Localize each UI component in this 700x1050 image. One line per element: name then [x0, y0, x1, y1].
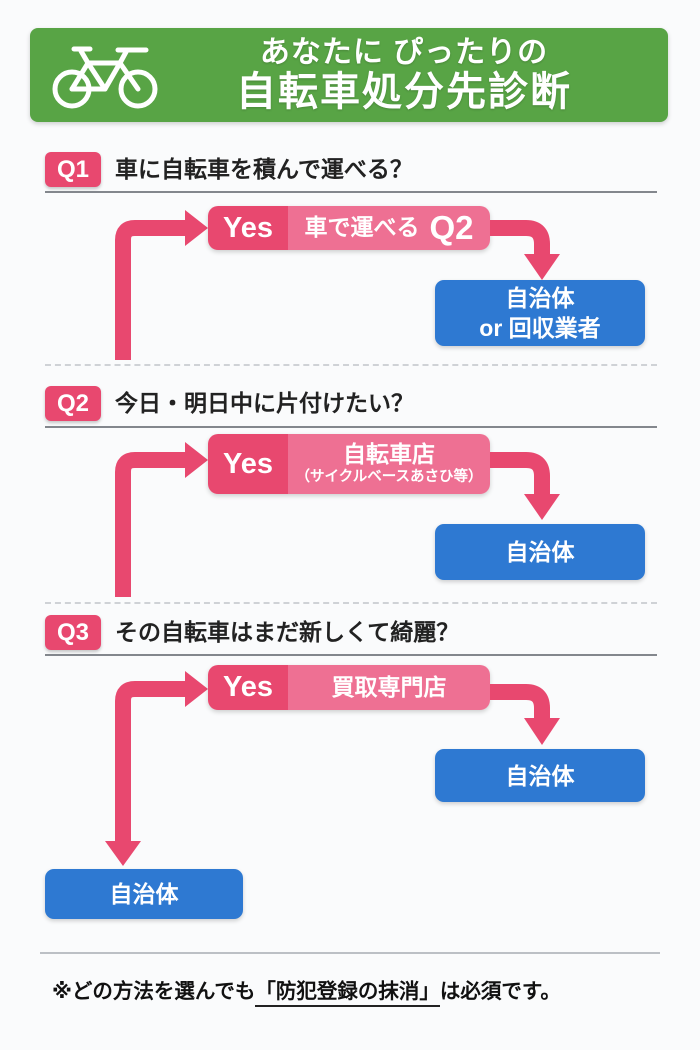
final-result-box: 自治体 [45, 869, 243, 919]
q2-question-divider [45, 426, 657, 428]
bicycle-icon [30, 39, 180, 111]
footer-note-emphasis: 「防犯登録の抹消」 [255, 980, 440, 1007]
q1-question: 車に自転車を積んで運べる？ [115, 156, 413, 182]
q3-result-line1: 自治体 [505, 762, 575, 789]
q2-result-line1: 自治体 [505, 539, 575, 565]
q1-yes-destination: 車で運べる Q2 [288, 206, 490, 250]
q1-yes-text: 車で運べる [304, 214, 420, 241]
q2-badge: Q2 [45, 386, 101, 421]
q2-yes-subtext: （サイクルベースあさひ等） [295, 468, 483, 485]
q3-yes-text: 買取専門店 [331, 673, 447, 700]
q2-yes-destination: 自転車店 （サイクルベースあさひ等） [288, 434, 490, 494]
q1-badge: Q1 [45, 152, 101, 187]
header-banner: あなたに ぴったりの 自転車処分先診断 [30, 28, 668, 122]
q3-yes-destination: 買取専門店 [288, 665, 490, 710]
q3-yes-arrow [490, 684, 560, 745]
header-title-line2: 自転車処分先診断 [236, 70, 572, 114]
q1-no-path-arrow [115, 210, 208, 360]
q3-question: その自転車はまだ新しくて綺麗？ [115, 619, 460, 645]
q2-yes-text: 自転車店 [343, 441, 435, 468]
section-divider-1 [45, 364, 657, 366]
footer-note: ※どの方法を選んでも「防犯登録の抹消」は必須です。 [52, 974, 561, 1007]
q1-result-line2: or 回収業者 [479, 315, 601, 341]
q2-question: 今日・明日中に片付けたい？ [115, 390, 414, 416]
q1-yes-suffix: Q2 [429, 208, 474, 246]
footer-note-prefix: ※どの方法を選んでも [52, 980, 256, 1003]
q2-result-box: 自治体 [435, 524, 645, 580]
q3-yes-label: Yes [208, 665, 288, 710]
q1-yes-box: Yes 車で運べる Q2 [208, 206, 490, 250]
q3-badge: Q3 [45, 615, 101, 650]
q3-yes-box: Yes 買取専門店 [208, 665, 490, 710]
q2-yes-box: Yes 自転車店 （サイクルベースあさひ等） [208, 434, 490, 494]
header-title: あなたに ぴったりの 自転車処分先診断 [180, 36, 668, 114]
q2-no-path-arrow [115, 442, 208, 597]
header-title-line1: あなたに ぴったりの [259, 36, 549, 69]
footer-note-suffix: は必須です。 [439, 980, 561, 1003]
q1-result-line1: 自治体 [505, 285, 575, 311]
q1-result-box: 自治体 or 回収業者 [435, 280, 645, 346]
q1-yes-label: Yes [208, 206, 288, 250]
final-result-text: 自治体 [109, 881, 179, 907]
footer-divider [40, 952, 660, 954]
q3-no-path-arrow [105, 671, 208, 866]
q2-yes-arrow [490, 452, 560, 520]
q1-question-divider [45, 191, 657, 193]
q2-yes-label: Yes [208, 434, 288, 494]
q1-yes-arrow [490, 220, 560, 280]
q3-result-box: 自治体 [435, 749, 645, 802]
section-divider-2 [45, 602, 657, 604]
q3-question-divider [45, 654, 657, 656]
